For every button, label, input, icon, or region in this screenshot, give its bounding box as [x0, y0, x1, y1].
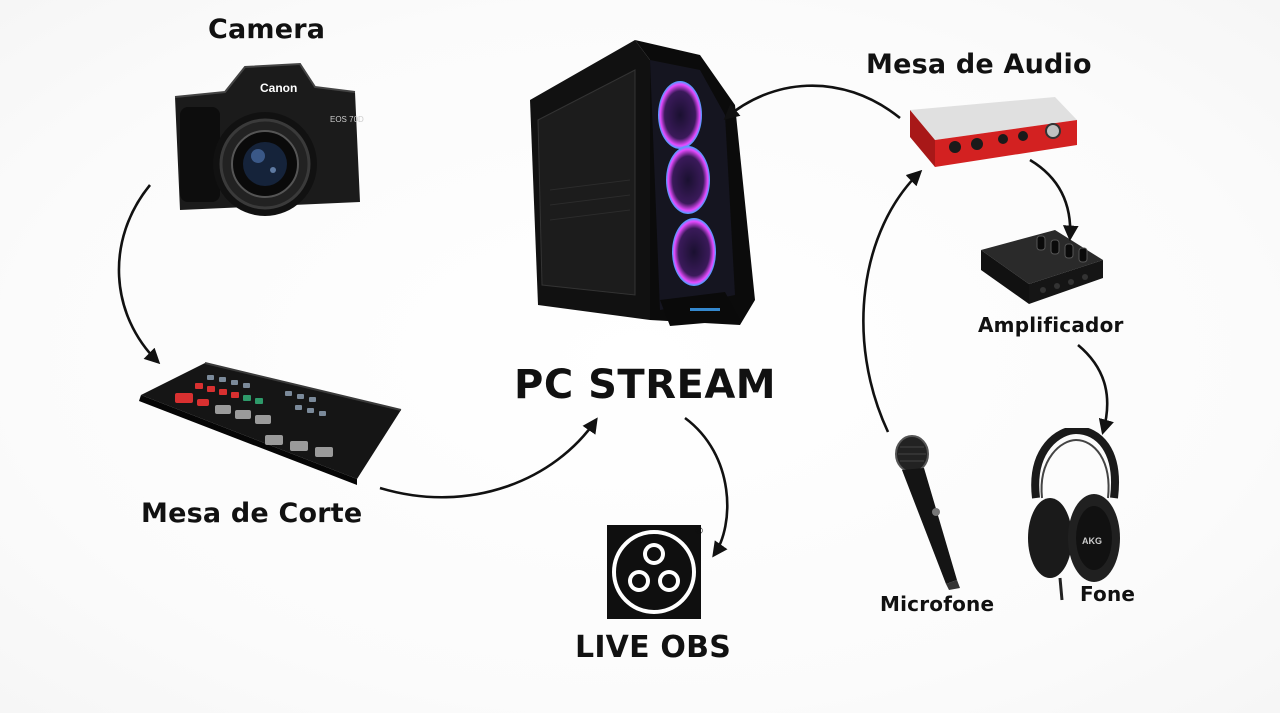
mesa-de-audio-image [910, 97, 1077, 167]
obs-registered-mark: ® [694, 526, 704, 537]
arrow-mesa-de-audio-to-amplificador [1029, 158, 1079, 242]
camera-brand-text: Canon [260, 81, 297, 95]
camera-model-text: EOS 70D [330, 115, 364, 124]
pc-case-image [530, 40, 755, 326]
arrow-camera-to-mesa-de-corte [117, 184, 161, 365]
headphone-brand-text: AKG [1082, 536, 1102, 546]
mesa-de-audio-label: Mesa de Audio [866, 49, 1092, 80]
camera-label: Camera [208, 14, 326, 45]
microfone-image [895, 435, 960, 590]
amplificador-label: Amplificador [978, 313, 1124, 337]
mesa-de-corte-label: Mesa de Corte [141, 498, 363, 529]
mesa-de-corte-image [139, 362, 402, 485]
fone-label: Fone [1080, 582, 1136, 606]
microfone-label: Microfone [880, 592, 995, 616]
arrow-microfone-to-mesa-de-audio [862, 169, 923, 433]
fone-image: AKG [1028, 428, 1120, 601]
pc-stream-label: PC STREAM [514, 362, 777, 408]
amplificador-image [981, 230, 1103, 304]
obs-logo-icon: ® [607, 525, 704, 619]
arrow-mesa-de-corte-to-pc-stream [379, 417, 598, 499]
camera-image: Canon EOS 70D [174, 62, 364, 216]
arrow-amplificador-to-fone [1077, 344, 1114, 436]
live-obs-label: LIVE OBS [575, 630, 732, 665]
arrow-pc-stream-to-live-obs [684, 416, 729, 558]
arrow-mesa-de-audio-to-pc-stream [723, 84, 901, 121]
